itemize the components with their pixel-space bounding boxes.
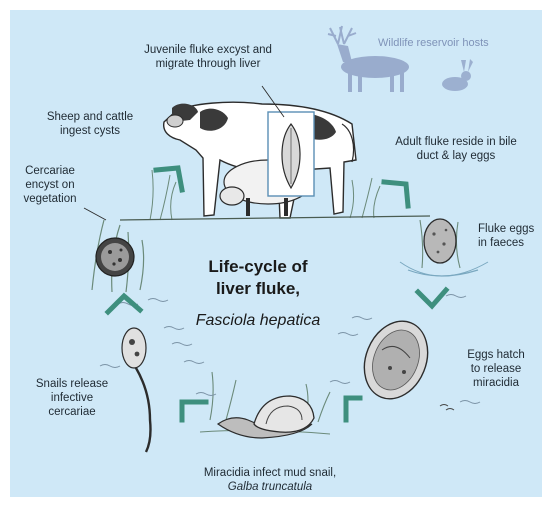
snails-line-3: cercariae [20, 405, 124, 419]
cercariae-encyst-label: Cercariae encyst on vegetation [12, 164, 88, 206]
arrow-to-snail [346, 398, 360, 420]
cercariae-line-2: encyst on [12, 178, 88, 192]
arrow-to-cercariae [182, 402, 206, 420]
diagram-title: Life-cycle of liver fluke, [178, 256, 338, 300]
miracidia-infect-label: Miracidia infect mud snail, Galba trunca… [180, 466, 360, 494]
eggs-faeces-line-2: in faeces [478, 236, 542, 250]
title-line-1: Life-cycle of [178, 256, 338, 278]
adult-fluke-label: Adult fluke reside in bile duct & lay eg… [376, 135, 536, 163]
juvenile-line-2: migrate through liver [128, 57, 288, 71]
eggs-hatch-label: Eggs hatch to release miracidia [454, 348, 538, 390]
arrow-to-faeces [384, 182, 408, 206]
miracidia-line-2: Galba truncatula [180, 480, 360, 494]
encysted-cercaria-icon [92, 220, 144, 292]
miracidia-line-1: Miracidia infect mud snail, [180, 466, 360, 480]
hatch-line-3: miracidia [454, 376, 538, 390]
hare-silhouette-icon [442, 59, 473, 91]
snails-line-1: Snails release [20, 377, 124, 391]
title-line-2: liver fluke, [178, 278, 338, 300]
sheep-cattle-label: Sheep and cattle ingest cysts [30, 110, 150, 138]
juvenile-fluke-label: Juvenile fluke excyst and migrate throug… [128, 43, 288, 71]
adult-line-2: duct & lay eggs [376, 149, 536, 163]
snails-release-label: Snails release infective cercariae [20, 377, 124, 419]
arrow-to-hatch [418, 290, 446, 306]
cercariae-line-1: Cercariae [12, 164, 88, 178]
cercaria-icon [122, 328, 151, 452]
hatching-egg-icon [353, 312, 454, 410]
deer-silhouette-icon [328, 26, 409, 92]
hatch-line-2: to release [454, 362, 538, 376]
cercariae-line-3: vegetation [12, 192, 88, 206]
sheep-line-2: ingest cysts [30, 124, 150, 138]
fluke-egg-icon [400, 219, 488, 276]
snails-line-2: infective [20, 391, 124, 405]
sheep-line-1: Sheep and cattle [30, 110, 150, 124]
hatch-line-1: Eggs hatch [454, 348, 538, 362]
adult-line-1: Adult fluke reside in bile [376, 135, 536, 149]
fluke-eggs-faeces-label: Fluke eggs in faeces [478, 222, 542, 250]
wildlife-reservoir-label: Wildlife reservoir hosts [378, 37, 489, 49]
scientific-name: Fasciola hepatica [168, 312, 348, 330]
mud-snail-icon [200, 372, 330, 438]
juvenile-line-1: Juvenile fluke excyst and [128, 43, 288, 57]
arrow-to-vegetation [108, 296, 140, 312]
eggs-faeces-line-1: Fluke eggs [478, 222, 542, 236]
